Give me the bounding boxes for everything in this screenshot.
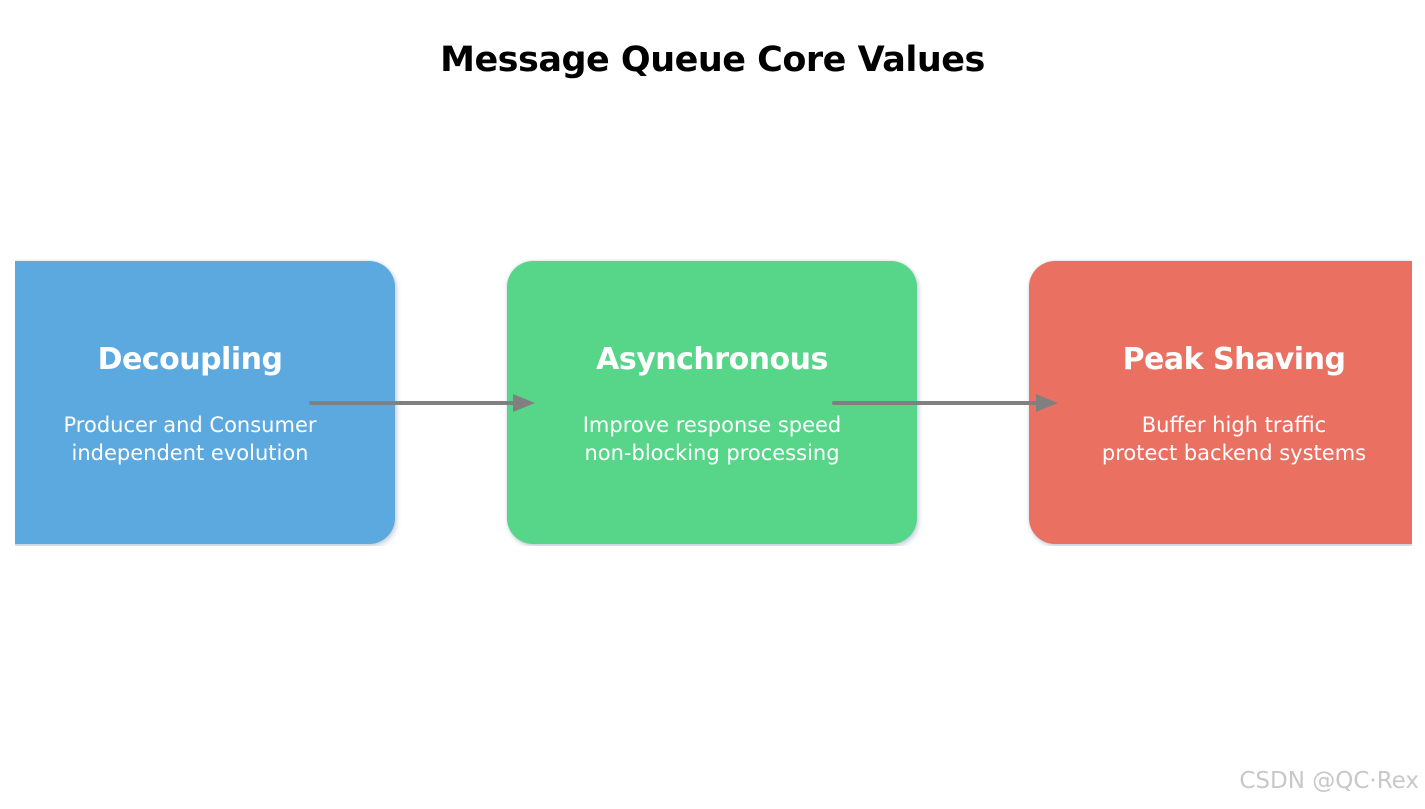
arrow-line bbox=[309, 401, 517, 405]
arrow-line bbox=[832, 401, 1040, 405]
card-peak-shaving-subtitle-line2: protect backend systems bbox=[1101, 441, 1367, 465]
card-decoupling-subtitle-line1: Producer and Consumer bbox=[63, 413, 317, 437]
card-peak-shaving-subtitle-line1: Buffer high traffic bbox=[1141, 413, 1327, 437]
arrow-head-icon bbox=[1036, 394, 1058, 412]
cards-row: Decoupling Producer and Consumer indepen… bbox=[15, 259, 1412, 546]
card-asynchronous-subtitle-line1: Improve response speed bbox=[582, 413, 842, 437]
arrow-asynchronous-to-peak-shaving bbox=[832, 394, 1058, 412]
card-decoupling-title: Decoupling bbox=[97, 342, 283, 377]
arrow-head-icon bbox=[513, 394, 535, 412]
card-asynchronous-subtitle: Improve response speed non-blocking proc… bbox=[507, 411, 917, 467]
card-asynchronous-subtitle-line2: non-blocking processing bbox=[584, 441, 840, 465]
watermark: CSDN @QC·Rex bbox=[1239, 768, 1419, 794]
card-asynchronous-title: Asynchronous bbox=[596, 342, 828, 377]
page-title: Message Queue Core Values bbox=[440, 40, 985, 80]
arrow-decoupling-to-asynchronous bbox=[309, 394, 535, 412]
card-peak-shaving: Peak Shaving Buffer high traffic protect… bbox=[1029, 261, 1412, 544]
card-peak-shaving-title: Peak Shaving bbox=[1122, 342, 1346, 377]
card-decoupling-subtitle-line2: independent evolution bbox=[71, 441, 309, 465]
card-decoupling-subtitle: Producer and Consumer independent evolut… bbox=[15, 411, 395, 467]
card-asynchronous: Asynchronous Improve response speed non-… bbox=[507, 261, 917, 544]
card-peak-shaving-subtitle: Buffer high traffic protect backend syst… bbox=[1029, 411, 1412, 467]
